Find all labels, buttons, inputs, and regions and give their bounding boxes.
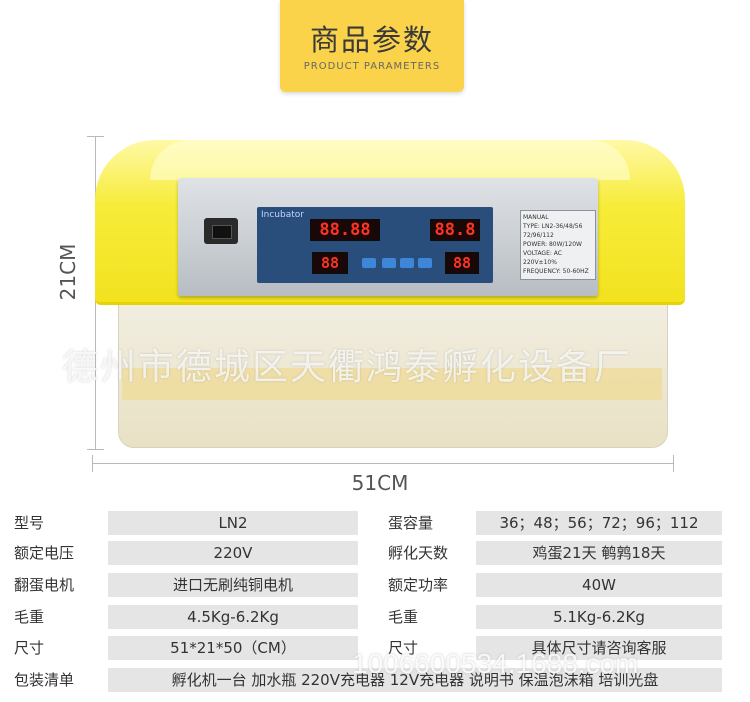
spec-line: TYPE: LN2-36/48/56 <box>523 223 583 230</box>
width-dimension-line <box>92 455 674 472</box>
day-display: 88 <box>312 252 348 274</box>
table-row: 毛重 4.5Kg-6.2Kg 毛重 5.1Kg-6.2Kg <box>0 605 750 629</box>
spec-value: 5.1Kg-6.2Kg <box>476 605 722 629</box>
spec-label: 尺寸 <box>388 639 419 657</box>
shop-watermark: 1006600534.1688.com <box>352 648 639 679</box>
spec-value: 鸡蛋21天 鹌鹑18天 <box>476 541 722 565</box>
spec-label: 包装清单 <box>14 671 75 689</box>
egg-tray-stripe <box>122 368 662 400</box>
spec-label: 额定电压 <box>14 544 75 562</box>
page-title: 商品参数 <box>309 23 434 57</box>
width-dimension-label: 51CM <box>351 471 409 495</box>
spec-line: VOLTAGE: AC 220V±10% <box>523 250 562 266</box>
spec-line: MANUAL <box>523 214 549 221</box>
spec-value: 220V <box>108 541 358 565</box>
table-row: 尺寸 51*21*50（CM） 尺寸 具体尺寸请咨询客服 <box>0 636 750 660</box>
plus-button <box>382 258 396 268</box>
temperature-display: 88.88 <box>310 219 380 241</box>
spec-value: 51*21*50（CM） <box>108 636 358 660</box>
spec-value: 40W <box>476 573 722 597</box>
company-watermark: 德州市德城区天衢鸿泰孵化设备厂 <box>62 347 633 388</box>
table-row-packing: 包装清单 孵化机一台 加水瓶 220V充电器 12V充电器 说明书 保温泡沫箱 … <box>0 668 750 692</box>
spec-sticker: MANUAL TYPE: LN2-36/48/56 72/96/112 POWE… <box>520 210 596 280</box>
humidity-display: 88.8 <box>430 219 480 241</box>
table-row: 型号 LN2 蛋容量 36；48；56；72；96；112 <box>0 511 750 535</box>
table-row: 翻蛋电机 进口无刷纯铜电机 额定功率 40W <box>0 573 750 597</box>
spec-label: 翻蛋电机 <box>14 576 75 594</box>
brand-logo: Incubator <box>261 210 304 220</box>
spec-label: 额定功率 <box>388 576 449 594</box>
power-socket-icon <box>204 218 238 244</box>
spec-value: 进口无刷纯铜电机 <box>108 573 358 597</box>
set-button <box>362 258 376 268</box>
spec-line: 72/96/112 <box>523 232 554 239</box>
spec-label: 孵化天数 <box>388 544 449 562</box>
page-subtitle: PRODUCT PARAMETERS <box>303 61 441 72</box>
spec-line: FREQUENCY: 50-60HZ <box>523 268 589 275</box>
spec-label: 蛋容量 <box>388 514 434 532</box>
packing-list-value: 孵化机一台 加水瓶 220V充电器 12V充电器 说明书 保温泡沫箱 培训光盘 <box>108 668 722 692</box>
spec-value: 36；48；56；72；96；112 <box>476 511 722 535</box>
header-banner: 商品参数 PRODUCT PARAMETERS <box>280 0 464 92</box>
spec-value: 具体尺寸请咨询客服 <box>476 636 722 660</box>
spec-line: POWER: 80W/120W <box>523 241 582 248</box>
height-dimension-label: 21CM <box>56 243 80 301</box>
lid-highlight <box>150 140 630 180</box>
spec-label: 尺寸 <box>14 639 45 657</box>
spec-value: 4.5Kg-6.2Kg <box>108 605 358 629</box>
mode-button <box>418 258 432 268</box>
spec-value: LN2 <box>108 511 358 535</box>
spec-label: 毛重 <box>14 608 45 626</box>
table-row: 额定电压 220V 孵化天数 鸡蛋21天 鹌鹑18天 <box>0 541 750 565</box>
spec-label: 毛重 <box>388 608 419 626</box>
minus-button <box>400 258 414 268</box>
turn-display: 88 <box>445 252 479 274</box>
spec-label: 型号 <box>14 514 45 532</box>
